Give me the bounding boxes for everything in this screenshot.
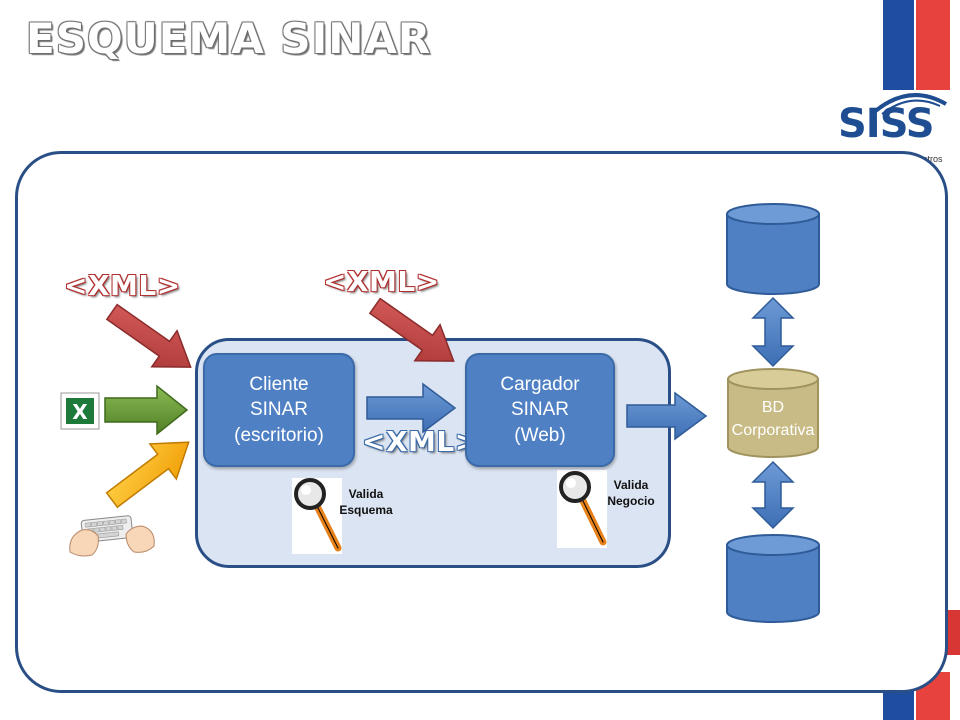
client-line2: SINAR — [249, 399, 309, 421]
validation-business-note: Valida Negocio — [596, 477, 666, 509]
blue-arrow-loader-to-db — [626, 391, 708, 441]
business-line2: Negocio — [607, 494, 655, 509]
page-title: ESQUEMA SINAR — [26, 14, 432, 63]
logo-subtext: sotros — [918, 154, 943, 164]
green-arrow — [104, 384, 189, 436]
xml-label-middle: <XML> — [362, 425, 479, 458]
schema-line1: Valida — [348, 487, 384, 501]
svg-text:X: X — [72, 400, 88, 424]
magnifier-business-icon — [557, 470, 607, 548]
red-arrow-left — [105, 303, 192, 368]
logo-swoosh-icon — [870, 93, 948, 116]
xml-label-top: <XML> — [323, 265, 440, 298]
magnifier-schema-icon — [292, 478, 342, 554]
double-arrow-top — [751, 296, 795, 368]
flag-stripe-red — [916, 0, 950, 90]
database-top-icon — [726, 203, 820, 295]
xml-label-left: <XML> — [64, 269, 181, 302]
validation-schema-note: Valida Esquema — [330, 486, 402, 518]
loader-line3: (Web) — [514, 424, 566, 446]
flag-stripe-blue — [883, 0, 914, 90]
database-corporate-icon — [727, 368, 819, 458]
red-arrow-top — [368, 297, 455, 362]
loader-sinar-node: Cargador SINAR (Web) — [465, 353, 615, 467]
database-line1: BD — [761, 399, 785, 416]
yellow-arrow — [105, 441, 190, 509]
loader-line2: SINAR — [510, 399, 570, 421]
database-corporate-label: BD Corporativa — [728, 396, 818, 442]
business-line1: Valida — [613, 478, 649, 492]
client-line1: Cliente — [249, 373, 309, 395]
blue-arrow-client-to-loader — [366, 382, 457, 434]
keyboard-icon — [69, 515, 155, 557]
database-bottom-icon — [726, 534, 820, 623]
excel-icon: X — [60, 392, 100, 430]
client-line3: (escritorio) — [234, 424, 324, 446]
loader-line1: Cargador — [500, 373, 580, 395]
client-sinar-node: Cliente SINAR (escritorio) — [203, 353, 355, 467]
double-arrow-bottom — [751, 460, 795, 530]
schema-line2: Esquema — [339, 503, 393, 518]
database-line2: Corporativa — [731, 422, 815, 440]
logo: SISS — [838, 101, 935, 147]
flag-stripe-red-side — [944, 610, 960, 655]
